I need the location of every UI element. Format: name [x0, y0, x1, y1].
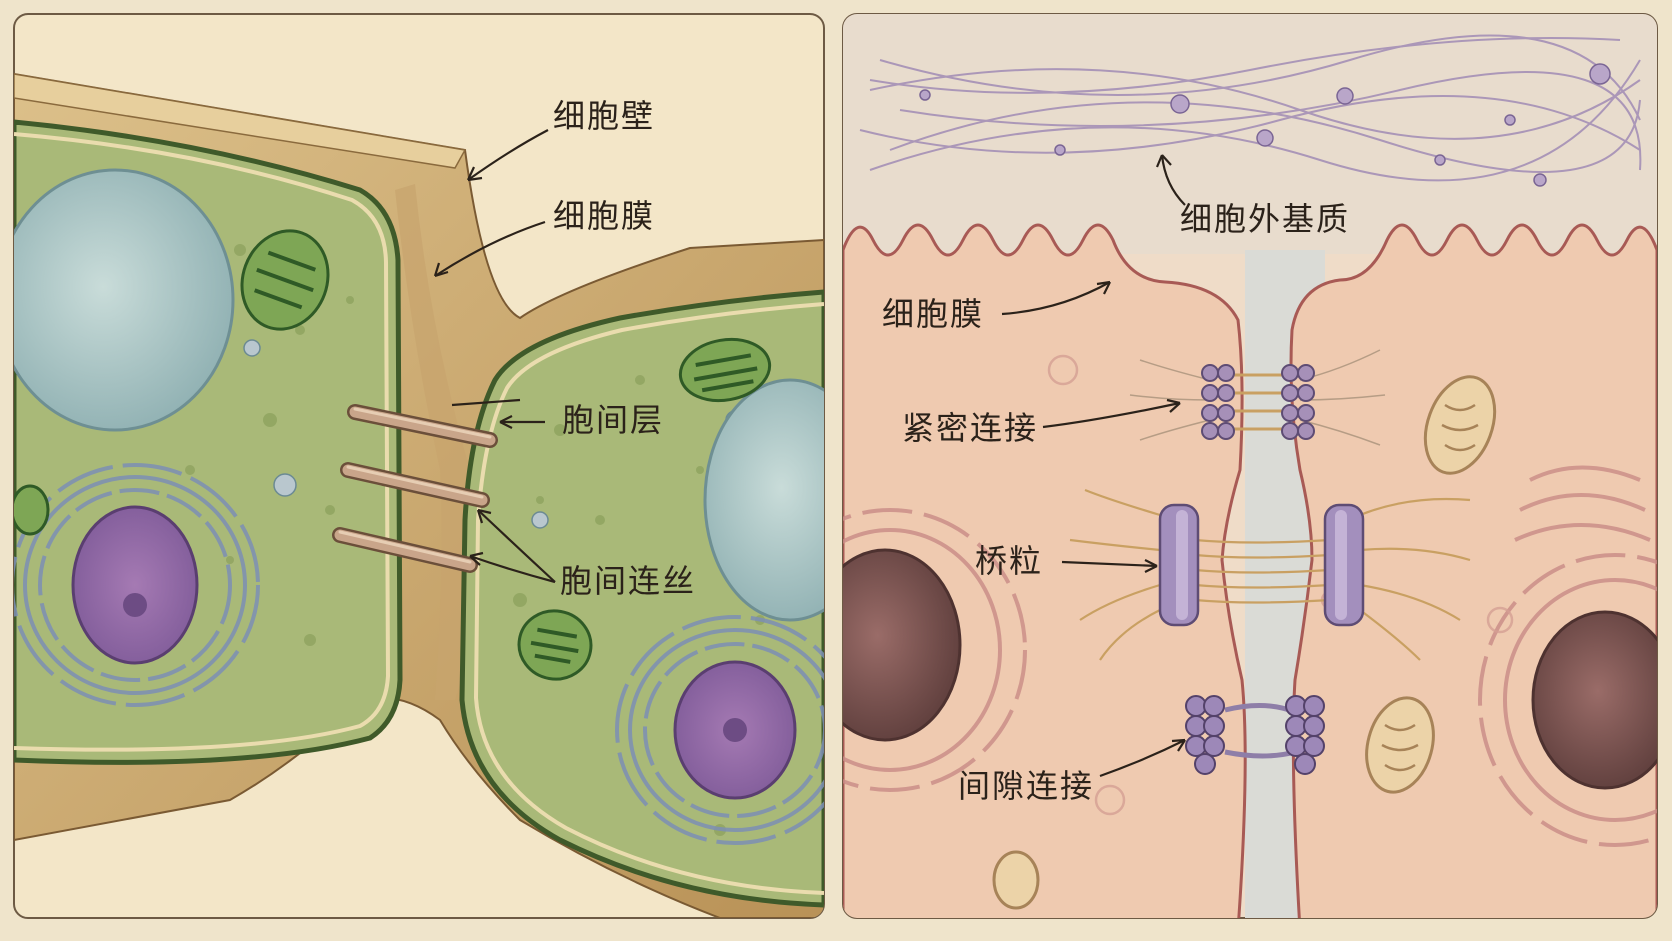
- label-animal-cell-membrane: 细胞膜: [882, 295, 985, 333]
- right-animal-nucleus: [1531, 610, 1657, 790]
- gap-junction: [1185, 695, 1325, 775]
- right-vacuole: [703, 378, 824, 622]
- label-plant-cell-wall: 细胞壁: [553, 97, 656, 135]
- chloroplasts: [14, 229, 772, 681]
- label-desmosome: 桥粒: [975, 542, 1044, 580]
- plant-panel: [13, 13, 825, 919]
- mitochondria: [992, 375, 1497, 910]
- left-nucleus: [71, 505, 199, 665]
- label-plasmodesmata: 胞间连丝: [560, 562, 697, 600]
- animal-panel: [842, 13, 1658, 919]
- extracellular-matrix-fibers: [859, 34, 1642, 182]
- plant-leader-lines: [433, 129, 556, 584]
- animal-leader-lines: [1001, 154, 1186, 778]
- desmosome: [1069, 488, 1471, 661]
- label-tight-junction: 紧密连接: [902, 409, 1039, 447]
- label-plant-cell-membrane: 细胞膜: [553, 197, 656, 235]
- right-endoplasmic-reticulum: [615, 615, 824, 845]
- label-middle-lamella: 胞间层: [562, 401, 665, 439]
- left-endoplasmic-reticulum: [14, 463, 260, 707]
- label-extracellular-matrix: 细胞外基质: [1180, 200, 1351, 238]
- left-vacuole: [14, 168, 235, 432]
- middle-lamella: [395, 184, 475, 700]
- tight-junction: [1129, 349, 1386, 446]
- label-gap-junction: 间隙连接: [958, 767, 1095, 805]
- plasmodesmata-tubes: [332, 404, 498, 573]
- left-animal-nucleus: [843, 548, 962, 742]
